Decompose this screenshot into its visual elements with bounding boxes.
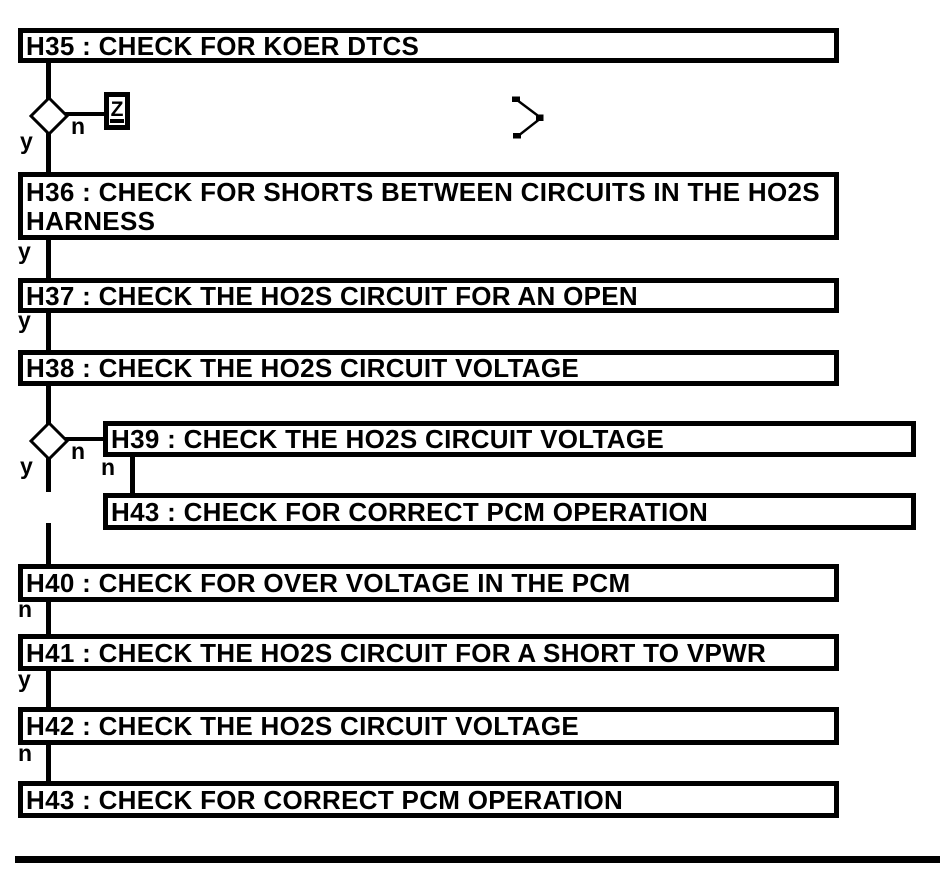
branch-label-n-h40: n bbox=[18, 596, 33, 622]
flow-line bbox=[46, 132, 51, 173]
branch-label-y-h41: y bbox=[18, 666, 31, 692]
node-h35-label: H35 : CHECK FOR KOER DTCS bbox=[26, 30, 420, 61]
flow-line bbox=[46, 601, 51, 635]
branch-label-n-h39: n bbox=[101, 454, 116, 480]
node-h41-label: H41 : CHECK THE HO2S CIRCUIT FOR A SHORT… bbox=[26, 637, 767, 668]
branch-label-n-h38: n bbox=[71, 438, 86, 464]
chevron-right-icon bbox=[512, 96, 544, 139]
node-h42: H42 : CHECK THE HO2S CIRCUIT VOLTAGE bbox=[18, 707, 839, 745]
node-h43-bottom: H43 : CHECK FOR CORRECT PCM OPERATION bbox=[18, 781, 839, 818]
node-h35: H35 : CHECK FOR KOER DTCS bbox=[18, 28, 839, 63]
flow-line bbox=[46, 311, 51, 351]
flow-line bbox=[130, 456, 135, 494]
flow-line bbox=[62, 437, 105, 441]
node-h40-label: H40 : CHECK FOR OVER VOLTAGE IN THE PCM bbox=[26, 568, 631, 598]
flow-line bbox=[46, 458, 51, 492]
flow-line bbox=[62, 112, 107, 116]
node-h43-top-label: H43 : CHECK FOR CORRECT PCM OPERATION bbox=[111, 496, 709, 527]
node-h37: H37 : CHECK THE HO2S CIRCUIT FOR AN OPEN bbox=[18, 278, 839, 313]
branch-label-y-h35: y bbox=[20, 128, 33, 154]
branch-label-y-h38: y bbox=[20, 453, 33, 479]
offpage-connector-z: Z bbox=[104, 92, 130, 130]
flow-line bbox=[46, 523, 51, 565]
offpage-connector-label: Z bbox=[109, 97, 125, 123]
flow-line bbox=[46, 240, 51, 279]
node-h43-top: H43 : CHECK FOR CORRECT PCM OPERATION bbox=[103, 493, 916, 530]
node-h41: H41 : CHECK THE HO2S CIRCUIT FOR A SHORT… bbox=[18, 634, 839, 671]
node-h37-label: H37 : CHECK THE HO2S CIRCUIT FOR AN OPEN bbox=[26, 280, 638, 311]
node-h38: H38 : CHECK THE HO2S CIRCUIT VOLTAGE bbox=[18, 350, 839, 386]
node-h39: H39 : CHECK THE HO2S CIRCUIT VOLTAGE bbox=[103, 421, 916, 457]
branch-label-y-h36: y bbox=[18, 238, 31, 264]
decision-diamond bbox=[28, 95, 70, 137]
node-h36-label: H36 : CHECK FOR SHORTS BETWEEN CIRCUITS … bbox=[26, 177, 820, 236]
node-h42-label: H42 : CHECK THE HO2S CIRCUIT VOLTAGE bbox=[26, 711, 579, 741]
flow-line bbox=[46, 62, 51, 100]
branch-label-y-h37: y bbox=[18, 307, 31, 333]
node-h38-label: H38 : CHECK THE HO2S CIRCUIT VOLTAGE bbox=[26, 353, 579, 383]
node-h39-label: H39 : CHECK THE HO2S CIRCUIT VOLTAGE bbox=[111, 424, 664, 454]
node-h43-bottom-label: H43 : CHECK FOR CORRECT PCM OPERATION bbox=[26, 784, 624, 815]
footer-rule bbox=[15, 856, 940, 863]
decision-diamond bbox=[28, 420, 70, 462]
node-h40: H40 : CHECK FOR OVER VOLTAGE IN THE PCM bbox=[18, 564, 839, 602]
branch-label-n-h42: n bbox=[18, 740, 33, 766]
flow-line bbox=[46, 744, 51, 782]
flow-line bbox=[46, 670, 51, 708]
flow-line bbox=[46, 385, 51, 424]
node-h36: H36 : CHECK FOR SHORTS BETWEEN CIRCUITS … bbox=[18, 172, 839, 240]
branch-label-n-h35: n bbox=[71, 113, 86, 139]
